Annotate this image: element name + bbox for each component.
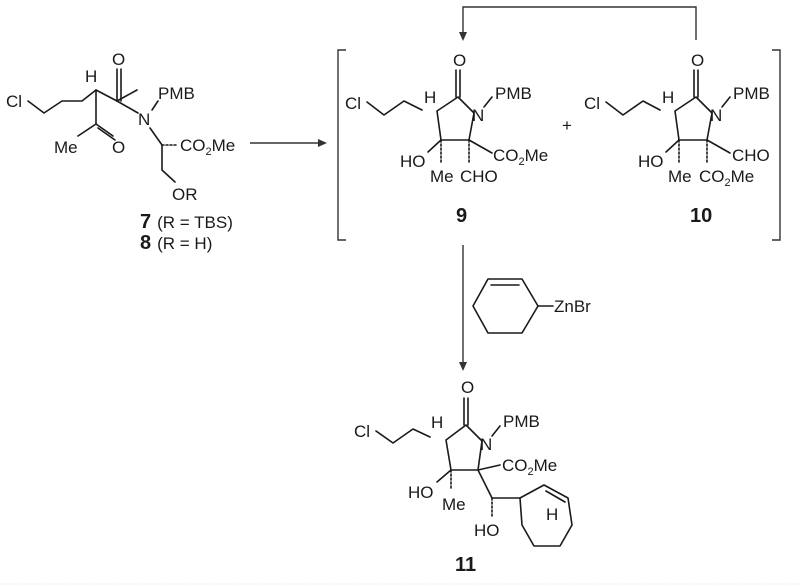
atom-h-2: H <box>546 505 558 524</box>
co2me-group: CO2Me <box>699 167 754 189</box>
compound-8-caption: 8(R = H) <box>140 232 212 254</box>
compound-10-structure: Cl H O N PMB CHO HO Me CO2Me <box>584 51 770 189</box>
compound-11-number: 11 <box>455 554 476 576</box>
atom-cl: Cl <box>354 422 370 441</box>
right-bracket <box>772 49 781 241</box>
atom-cl: Cl <box>345 94 361 113</box>
left-bracket <box>337 49 346 241</box>
compound-10-number: 10 <box>690 205 712 227</box>
atom-me: Me <box>442 495 466 514</box>
atom-me: Me <box>430 167 454 186</box>
compound-9-number: 9 <box>456 205 467 227</box>
atom-o: O <box>461 378 474 397</box>
atom-ho: HO <box>408 483 434 502</box>
atom-h: H <box>662 88 674 107</box>
reaction-arrow-right <box>250 139 327 147</box>
atom-cl: Cl <box>584 94 600 113</box>
atom-n: N <box>710 106 722 125</box>
atom-ho: HO <box>638 152 664 171</box>
atom-me: Me <box>668 167 692 186</box>
atom-o: O <box>453 51 466 70</box>
pmb-group: PMB <box>733 84 770 103</box>
co2me-group: CO2Me <box>502 456 557 478</box>
compound-7-8-structure: Cl H O N PMB Me O CO2Me OR <box>6 50 235 204</box>
atom-h: H <box>85 67 97 86</box>
co2me-group: CO2Me <box>493 146 548 168</box>
cho-group: CHO <box>460 167 498 186</box>
compound-11-structure: Cl H O N PMB CO2Me HO Me HO H <box>354 378 573 547</box>
atom-ho-2: HO <box>474 521 500 540</box>
compound-7-caption: 7(R = TBS) <box>140 211 233 233</box>
atom-h: H <box>424 88 436 107</box>
atom-o: O <box>691 51 704 70</box>
atom-h: H <box>431 413 443 432</box>
compound-9-structure: Cl H O N PMB CO2Me HO Me CHO <box>345 51 548 186</box>
atom-ho: HO <box>400 152 426 171</box>
atom-n: N <box>472 106 484 125</box>
atom-o-amide: O <box>112 50 125 69</box>
reagent-cyclohexenylzinc: ZnBr <box>472 278 591 334</box>
reaction-arrow-down <box>459 245 467 371</box>
pmb-group: PMB <box>495 84 532 103</box>
atom-n: N <box>480 435 492 454</box>
atom-cl: Cl <box>6 92 22 111</box>
atom-o-ketone: O <box>112 138 125 157</box>
pmb-group: PMB <box>158 84 195 103</box>
interconversion-arrow <box>459 6 697 41</box>
atom-me: Me <box>54 138 78 157</box>
atom-n: N <box>138 110 150 129</box>
or-group: OR <box>172 185 198 204</box>
plus-sign: + <box>562 116 572 135</box>
cho-group: CHO <box>732 146 770 165</box>
pmb-group: PMB <box>503 412 540 431</box>
co2me-group: CO2Me <box>180 136 235 158</box>
reagent-label: ZnBr <box>554 297 591 316</box>
